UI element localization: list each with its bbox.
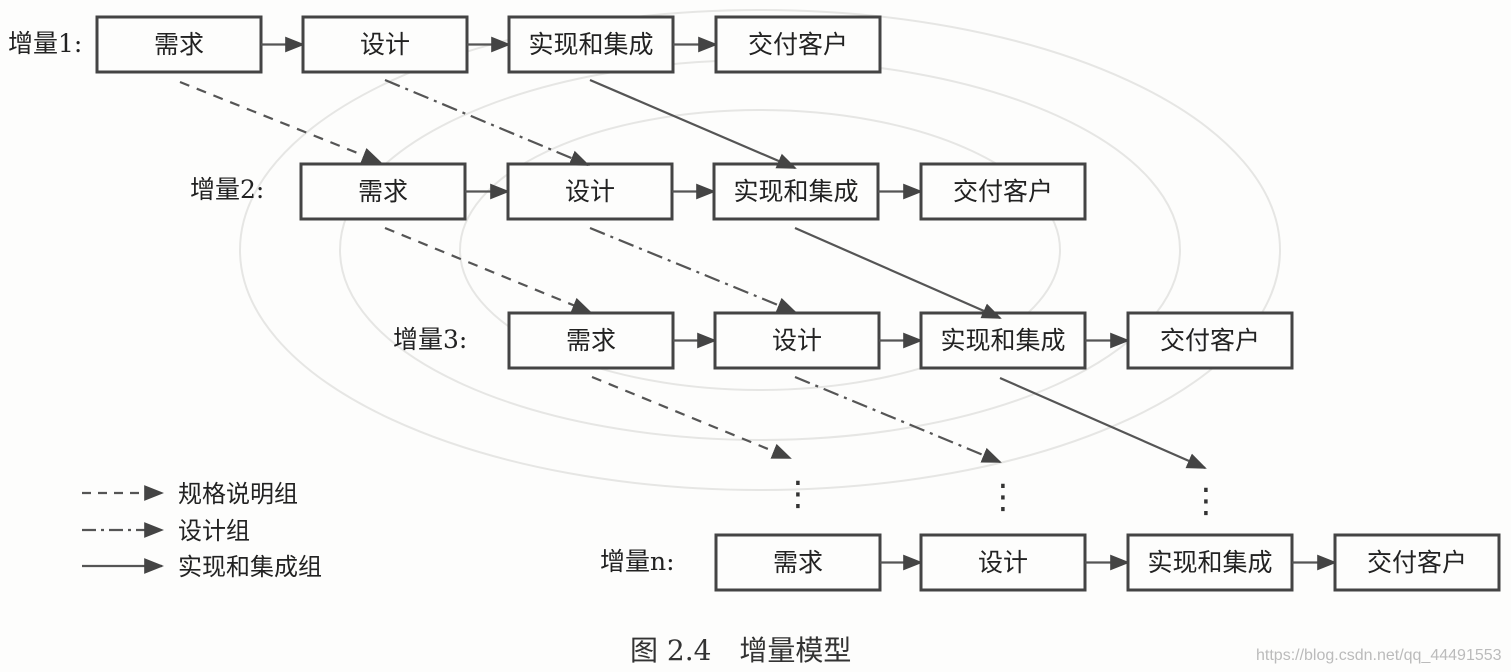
stage-label: 实现和集成 [1147,548,1272,577]
stage-label: 需求 [773,548,823,577]
legend-label-spec-team: 规格说明组 [178,480,298,508]
design-team-flow-3-n [794,375,1002,464]
increment-row-2: 增量2: 需求 设计 实现和集成 交付客户 [190,162,1087,221]
stage-box-deliver: 交付客户 [919,162,1087,221]
stage-label: 实现和集成 [733,177,858,206]
stage-box-design: 设计 [919,533,1087,592]
stage-label: 实现和集成 [528,30,653,59]
design-team-flow-1-2 [384,78,590,167]
stage-label: 需求 [358,177,408,206]
background-ghost-spiral [239,9,1281,491]
increment-label: 增量1: [8,29,82,58]
continuation-dots-2: ⋮ [986,477,1020,517]
stage-label: 需求 [566,326,616,355]
increment-label: 增量3: [393,325,467,354]
stage-label: 交付客户 [1160,326,1260,355]
stage-label: 设计 [772,326,822,355]
stage-box-requirement: 需求 [507,311,675,370]
increment-row-4: 增量n: 需求 设计 实现和集成 交付客户 [600,533,1501,592]
stage-label: 交付客户 [748,30,848,59]
stage-label: 实现和集成 [940,326,1065,355]
figure-caption: 图 2.4 增量模型 [630,634,851,667]
stage-box-design: 设计 [506,162,674,221]
increment-label: 增量2: [190,175,264,204]
stage-box-design: 设计 [301,15,469,74]
stage-box-implement: 实现和集成 [712,162,880,221]
spec-team-flow-2-3 [384,226,592,314]
watermark-url: https://blog.csdn.net/qq_44491553 [1256,647,1502,664]
increment-row-3: 增量3: 需求 设计 实现和集成 交付客户 [393,311,1294,370]
impl-team-flow-1-2 [589,78,797,170]
increment-rows: 增量1:需求设计实现和集成交付客户增量2:需求设计实现和集成交付客户增量3:需求… [8,15,1501,592]
legend: 规格说明组 设计组 实现和集成组 [82,480,322,581]
stage-box-implement: 实现和集成 [1126,533,1294,592]
legend-label-impl-team: 实现和集成组 [178,553,322,581]
stage-label: 设计 [978,548,1028,577]
stage-label: 设计 [360,30,410,59]
stage-box-requirement: 需求 [714,533,882,592]
stage-box-implement: 实现和集成 [919,311,1087,370]
legend-label-design-team: 设计组 [178,517,250,545]
spec-team-flow-1-2 [179,80,382,164]
continuation-dots-1: ⋮ [781,474,815,514]
stage-label: 需求 [154,30,204,59]
team-flow-lines [179,78,1207,470]
stage-box-deliver: 交付客户 [714,15,882,74]
stage-box-deliver: 交付客户 [1333,533,1501,592]
stage-label: 交付客户 [953,177,1053,206]
increment-label: 增量n: [600,547,675,576]
impl-team-flow-3-n [999,376,1207,470]
stage-box-requirement: 需求 [95,15,263,74]
stage-box-deliver: 交付客户 [1126,311,1294,370]
stage-label: 设计 [565,177,615,206]
increment-row-1: 增量1: 需求 设计 实现和集成 交付客户 [8,15,882,74]
impl-team-flow-2-3 [794,226,1002,320]
stage-label: 交付客户 [1367,548,1467,577]
continuation-dots-3: ⋮ [1189,481,1223,521]
stage-box-design: 设计 [713,311,881,370]
design-team-flow-2-3 [589,226,797,314]
stage-box-requirement: 需求 [299,162,467,221]
stage-box-implement: 实现和集成 [507,15,675,74]
